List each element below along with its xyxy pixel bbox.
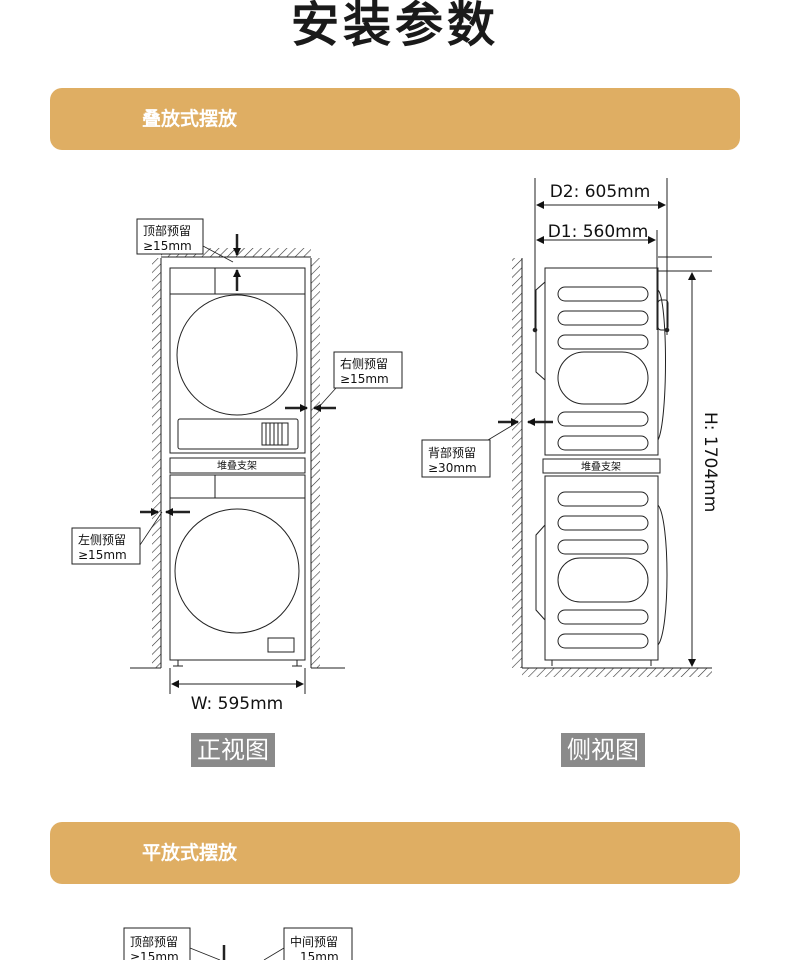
machine-side-rib [557, 334, 649, 350]
back-wall [512, 258, 522, 668]
dryer-vent [261, 422, 289, 446]
machine-side-rib [557, 557, 649, 603]
flat-middle-clearance-title: 中间预留 [290, 934, 338, 949]
side-bracket-label: 堆叠支架 [581, 461, 621, 473]
washer-body [169, 474, 306, 661]
right-clearance-value: ≥15mm [340, 372, 389, 386]
back-clearance-value: ≥30mm [428, 461, 477, 475]
d1-label: D1: 560mm [548, 222, 649, 242]
section-title-stacked: 叠放式摆放 [142, 108, 238, 130]
left-clearance-value: ≥15mm [78, 548, 127, 562]
side-ribs [557, 286, 649, 649]
machine-side-rib [557, 491, 649, 507]
section-banner-stacked: 叠放式摆放 [50, 88, 740, 150]
back-clearance-title: 背部预留 [428, 445, 476, 460]
machine-side-rib [557, 351, 649, 405]
side-floor [522, 668, 712, 677]
top-clearance-callout [136, 218, 204, 255]
machine-side-rib [557, 411, 649, 427]
dryer-door [176, 294, 298, 416]
machine-side-rib [557, 609, 649, 625]
machine-side-rib [557, 310, 649, 326]
dryer-side-body [544, 267, 659, 456]
dryer-water-tank [177, 418, 299, 450]
right-wall [311, 258, 320, 668]
flat-top-clearance-value: ≥15mm [130, 950, 179, 960]
flat-top-clearance-title: 顶部预留 [130, 934, 178, 949]
left-wall [152, 258, 161, 668]
top-clearance-title: 顶部预留 [143, 223, 191, 238]
left-clearance-callout [71, 527, 141, 565]
front-view-caption: 正视图 [191, 733, 275, 767]
d2-label: D2: 605mm [550, 182, 651, 202]
machine-side-rib [557, 286, 649, 302]
washer-filter-cover [267, 637, 295, 653]
dryer-body [169, 267, 306, 454]
machine-side-rib [557, 633, 649, 649]
height-label: H: 1704mm [700, 412, 720, 512]
left-clearance-title: 左侧预留 [78, 532, 126, 547]
side-view [421, 178, 712, 677]
washer-side-body [544, 475, 659, 661]
stacking-bracket-side [542, 458, 661, 474]
right-clearance-title: 右侧预留 [340, 356, 388, 371]
back-clearance-callout [421, 439, 491, 478]
machine-side-rib [557, 435, 649, 451]
page-title: 安装参数 [290, 0, 499, 53]
washer-door [174, 508, 300, 634]
right-clearance-callout [333, 351, 403, 389]
flat-view [123, 927, 353, 960]
stacking-bracket-front [169, 457, 306, 474]
flat-middle-clearance-value: 15mm [300, 950, 339, 960]
section-title-flat: 平放式摆放 [142, 842, 238, 864]
flat-top-clearance-callout [123, 927, 191, 960]
top-clearance-value: ≥15mm [143, 239, 192, 253]
section-banner-flat: 平放式摆放 [50, 822, 740, 884]
side-view-caption: 侧视图 [561, 733, 645, 767]
machine-side-rib [557, 539, 649, 555]
front-width-label: W: 595mm [191, 694, 284, 714]
front-bracket-label: 堆叠支架 [217, 460, 257, 472]
flat-middle-clearance-callout [283, 927, 353, 960]
front-view [71, 218, 403, 694]
machine-side-rib [557, 515, 649, 531]
